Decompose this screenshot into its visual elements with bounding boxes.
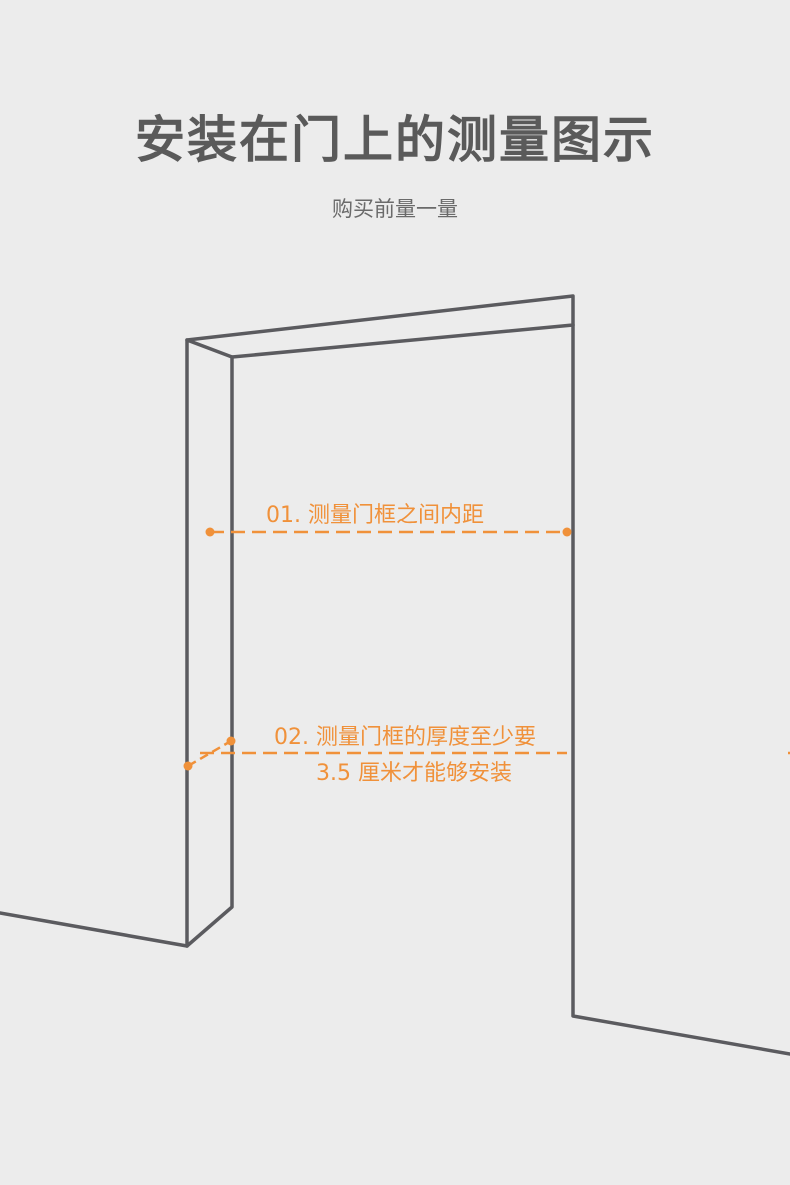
measure-inner-width bbox=[205, 527, 572, 537]
door-frame-outline bbox=[0, 294, 790, 1056]
inner-width-right-dot bbox=[562, 527, 572, 537]
left-floor-line bbox=[0, 911, 189, 948]
measurement-01-label: 01. 测量门框之间内距 bbox=[266, 503, 484, 528]
measurement-02-label-line2: 3.5 厘米才能够安装 bbox=[316, 761, 512, 786]
measure-frame-thickness bbox=[183, 736, 790, 771]
page-title: 安装在门上的测量图示 bbox=[135, 111, 655, 169]
thickness-diagonal-line bbox=[187, 739, 232, 768]
thickness-dot-inner bbox=[226, 736, 236, 746]
measurement-02-label-line1: 02. 测量门框的厚度至少要 bbox=[274, 725, 536, 750]
right-jamb bbox=[571, 323, 790, 1056]
inner-width-left-dot bbox=[205, 527, 215, 537]
left-jamb-face bbox=[185, 338, 234, 948]
page-subtitle: 购买前量一量 bbox=[332, 197, 458, 221]
frame-head bbox=[185, 294, 575, 359]
thickness-dot-outer bbox=[183, 761, 193, 771]
